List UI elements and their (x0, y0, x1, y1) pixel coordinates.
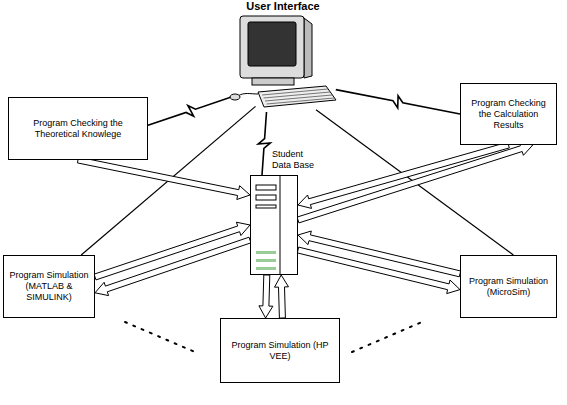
mouse (230, 94, 240, 100)
box-label: Program Checking the Theoretical Knowleg… (14, 118, 142, 140)
monitor-base (252, 78, 294, 85)
green-stripe (256, 267, 276, 270)
computer-illustration (228, 14, 338, 112)
keyboard (258, 86, 336, 107)
process-box: Program Checking the Calculation Results (460, 83, 557, 145)
process-box: Program Simulation (HP VEE) (220, 318, 340, 383)
mouse-cable (238, 94, 258, 97)
data-flow-arrow (297, 247, 460, 294)
drive-slot (256, 195, 276, 200)
keyboard-keys (267, 98, 335, 104)
database-label: Student Data Base (272, 149, 320, 171)
green-stripe (256, 251, 276, 254)
box-label: Program Simulation (MATLAB & SIMULINK) (9, 270, 89, 303)
data-flow-arrow (275, 275, 289, 318)
data-flow-arrow (297, 142, 533, 223)
data-flow-arrow (259, 275, 273, 318)
keyboard-keys (264, 92, 331, 98)
box-label: Program Checking the Calculation Results (466, 98, 551, 131)
drive-slot (256, 205, 276, 208)
keyboard-keys (262, 89, 328, 95)
data-flow-arrow (95, 237, 251, 295)
process-box: Program Simulation (MATLAB & SIMULINK) (3, 255, 95, 318)
ellipsis-dots (125, 322, 195, 352)
server-edge (280, 176, 281, 275)
keyboard-keys (265, 95, 332, 101)
data-flow-arrow (298, 142, 509, 208)
communication-link (258, 112, 270, 175)
database-server: Student Data Base (250, 175, 298, 275)
communication-link (336, 90, 460, 114)
server-illustration (250, 175, 298, 275)
data-flow-arrow (77, 157, 250, 199)
server-case (251, 176, 298, 275)
monitor-side (304, 18, 312, 78)
screen (248, 22, 296, 66)
heading-label: User Interface (228, 0, 338, 13)
box-label: Program Simulation (MicroSim) (466, 276, 551, 298)
monitor (240, 16, 304, 78)
drive-slot (256, 185, 276, 190)
box-label: Program Simulation (HP VEE) (226, 340, 334, 362)
process-box: Program Simulation (MicroSim) (460, 255, 557, 318)
communication-link (148, 96, 234, 125)
process-box: Program Checking the Theoretical Knowleg… (8, 97, 148, 160)
ellipsis-dots (352, 322, 422, 352)
user-interface-computer: User Interface (228, 0, 338, 112)
green-stripe (256, 259, 276, 262)
